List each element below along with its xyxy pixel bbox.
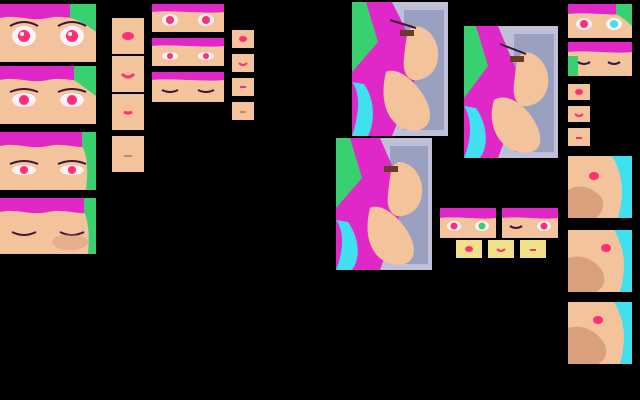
eyes-sleepy-sprite <box>0 132 96 190</box>
eyes-closed-sprite <box>0 198 96 254</box>
eyes-closed-art <box>0 198 96 254</box>
mouth-open-sprite <box>112 18 144 54</box>
mouth-small-art <box>112 94 144 130</box>
yellow-mouth-3-art <box>520 240 546 258</box>
closeup-2-sprite <box>568 230 632 292</box>
cg-panel-2-art <box>464 26 558 158</box>
yellow-eyes-right-art <box>502 208 558 238</box>
right-eyes-open-art <box>568 4 632 38</box>
right-mouth-2-art <box>568 106 590 122</box>
right-mouth-3-art <box>568 128 590 146</box>
closeup-2-art <box>568 230 632 292</box>
mini-mouth-2-art <box>232 54 254 72</box>
yellow-eyes-right-sprite <box>502 208 558 238</box>
yellow-mouth-2-sprite <box>488 240 514 258</box>
mouth-closed-art <box>112 136 144 172</box>
mouth-smile-sprite <box>112 56 144 92</box>
mini-mouth-4-sprite <box>232 102 254 120</box>
right-eyes-closed-sprite <box>568 42 632 76</box>
closeup-3-sprite <box>568 302 632 364</box>
mouth-closed-sprite <box>112 136 144 172</box>
mini-eyes-closed-art <box>152 72 224 102</box>
right-eyes-closed-art <box>568 42 632 76</box>
cg-panel-1 <box>352 2 448 136</box>
mini-mouth-1-art <box>232 30 254 48</box>
mini-mouth-3-art <box>232 78 254 96</box>
eyes-sleepy-art <box>0 132 96 190</box>
mouth-open-art <box>112 18 144 54</box>
yellow-mouth-3-sprite <box>520 240 546 258</box>
cg-panel-1-art <box>352 2 448 136</box>
mouth-smile-art <box>112 56 144 92</box>
mouth-small-sprite <box>112 94 144 130</box>
right-mouth-1-art <box>568 84 590 100</box>
yellow-eyes-left-sprite <box>440 208 496 238</box>
yellow-mouth-1-sprite <box>456 240 482 258</box>
cg-panel-3 <box>336 138 432 270</box>
mini-eyes-half-art <box>152 38 224 66</box>
cg-panel-2 <box>464 26 558 158</box>
mini-mouth-3-sprite <box>232 78 254 96</box>
cg-panel-3-art <box>336 138 432 270</box>
right-mouth-3-sprite <box>568 128 590 146</box>
eyes-half-sprite <box>0 66 96 124</box>
mini-eyes-open-art <box>152 4 224 32</box>
mini-mouth-4-art <box>232 102 254 120</box>
eyes-open-sprite <box>0 4 96 62</box>
closeup-1-sprite <box>568 156 632 218</box>
right-eyes-open-sprite <box>568 4 632 38</box>
yellow-mouth-1-art <box>456 240 482 258</box>
mini-eyes-half-sprite <box>152 38 224 66</box>
mini-eyes-open-sprite <box>152 4 224 32</box>
right-mouth-1-sprite <box>568 84 590 100</box>
closeup-3-art <box>568 302 632 364</box>
eyes-half-art <box>0 66 96 124</box>
mini-mouth-2-sprite <box>232 54 254 72</box>
closeup-1-art <box>568 156 632 218</box>
yellow-mouth-2-art <box>488 240 514 258</box>
mini-eyes-closed-sprite <box>152 72 224 102</box>
right-mouth-2-sprite <box>568 106 590 122</box>
mini-mouth-1-sprite <box>232 30 254 48</box>
yellow-eyes-left-art <box>440 208 496 238</box>
eyes-open-art <box>0 4 96 62</box>
